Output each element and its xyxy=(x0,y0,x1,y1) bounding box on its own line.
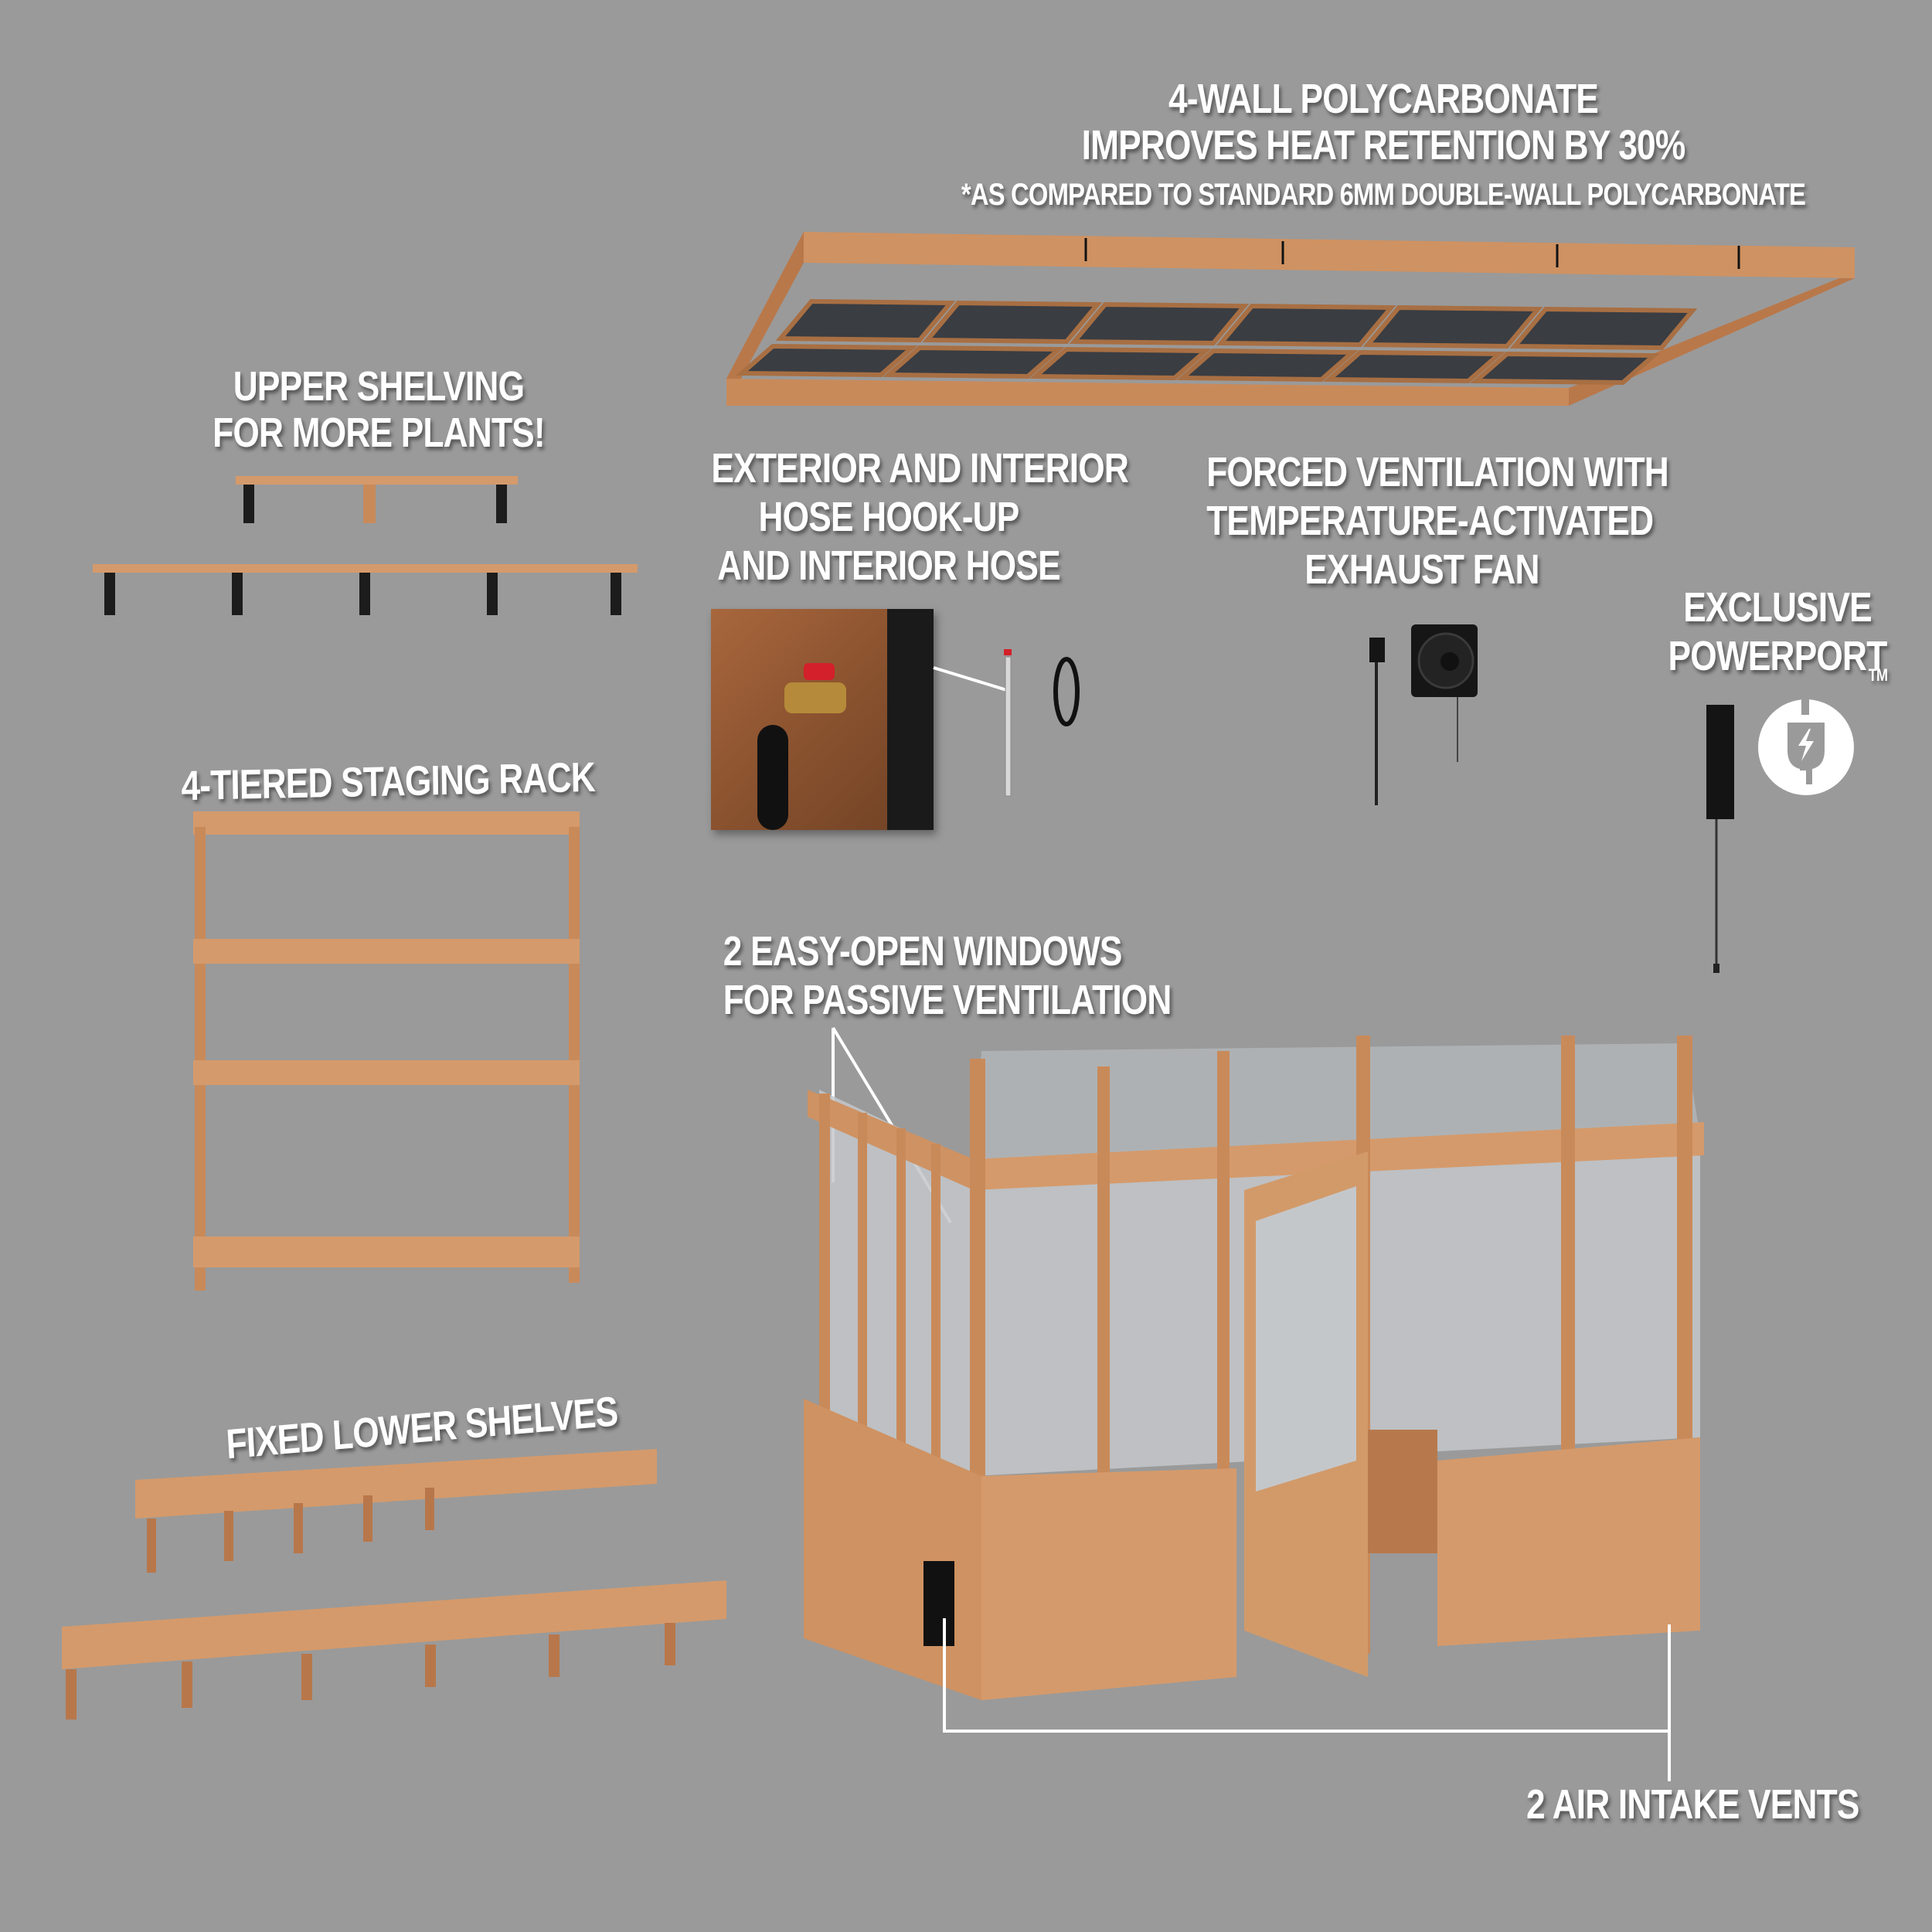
exhaust-fan xyxy=(1411,624,1478,762)
fan-feature-label: FORCED VENTILATION WITH TEMPERATURE-ACTI… xyxy=(1206,448,1669,595)
upper-shelving-label: UPPER SHELVING FOR MORE PLANTS! xyxy=(195,363,563,457)
coiled-hose xyxy=(1053,657,1080,726)
greenhouse-illustration xyxy=(804,1036,1704,1700)
roof-label-line-2: IMPROVES HEAT RETENTION BY 30% xyxy=(1081,122,1686,169)
windows-label-line-1: 2 EASY-OPEN WINDOWS xyxy=(723,928,1123,975)
trademark-symbol: TM xyxy=(1868,665,1888,685)
fan-label-line-1: FORCED VENTILATION WITH xyxy=(1206,449,1669,495)
hose-feature-label: EXTERIOR AND INTERIOR HOSE HOOK-UP AND I… xyxy=(711,444,1128,591)
spigot-hose-photo xyxy=(711,609,934,830)
powerport-feature-label: EXCLUSIVE POWERPORT xyxy=(1651,583,1904,681)
staging-rack-label: 4-TIERED STAGING RACK xyxy=(181,753,596,810)
thermostat-sensor xyxy=(1369,638,1385,805)
spigot-pipe xyxy=(1004,649,1012,797)
plug-lightning-icon xyxy=(1758,699,1854,795)
air-intake-vent xyxy=(923,1561,954,1646)
vents-callout-bracket xyxy=(943,1618,1671,1781)
windows-label-line-2: FOR PASSIVE VENTILATION xyxy=(723,977,1172,1024)
hose-label-line-2: HOSE HOOK-UP xyxy=(758,494,1019,541)
roof-label-line-1: 4-WALL POLYCARBONATE xyxy=(1168,76,1599,122)
roof-feature-label: 4-WALL POLYCARBONATE IMPROVES HEAT RETEN… xyxy=(997,76,1770,169)
hose-label-line-1: EXTERIOR AND INTERIOR xyxy=(711,445,1128,492)
roof-frame-panel xyxy=(726,232,1855,406)
lower-bench-shelves xyxy=(62,1449,726,1719)
upper-shelves-with-brackets xyxy=(93,476,638,615)
vents-feature-label: 2 AIR INTAKE VENTS xyxy=(1526,1781,1859,1828)
upper-shelving-line-1: UPPER SHELVING xyxy=(233,363,525,410)
powerport-label-line-1: EXCLUSIVE xyxy=(1683,584,1872,631)
windows-feature-label: 2 EASY-OPEN WINDOWS FOR PASSIVE VENTILAT… xyxy=(723,927,1172,1025)
powerport-label-line-2: POWERPORT xyxy=(1668,633,1888,680)
roof-footnote: *AS COMPARED TO STANDARD 6MM DOUBLE-WALL… xyxy=(961,178,1806,212)
upper-shelving-line-2: FOR MORE PLANTS! xyxy=(213,410,545,457)
hose-label-line-3: AND INTERIOR HOSE xyxy=(717,543,1060,590)
fan-label-line-3: EXHAUST FAN xyxy=(1304,546,1539,594)
powerport-box xyxy=(1706,705,1734,973)
staging-rack xyxy=(193,811,580,1291)
fan-label-line-2: TEMPERATURE-ACTIVATED xyxy=(1206,498,1654,545)
